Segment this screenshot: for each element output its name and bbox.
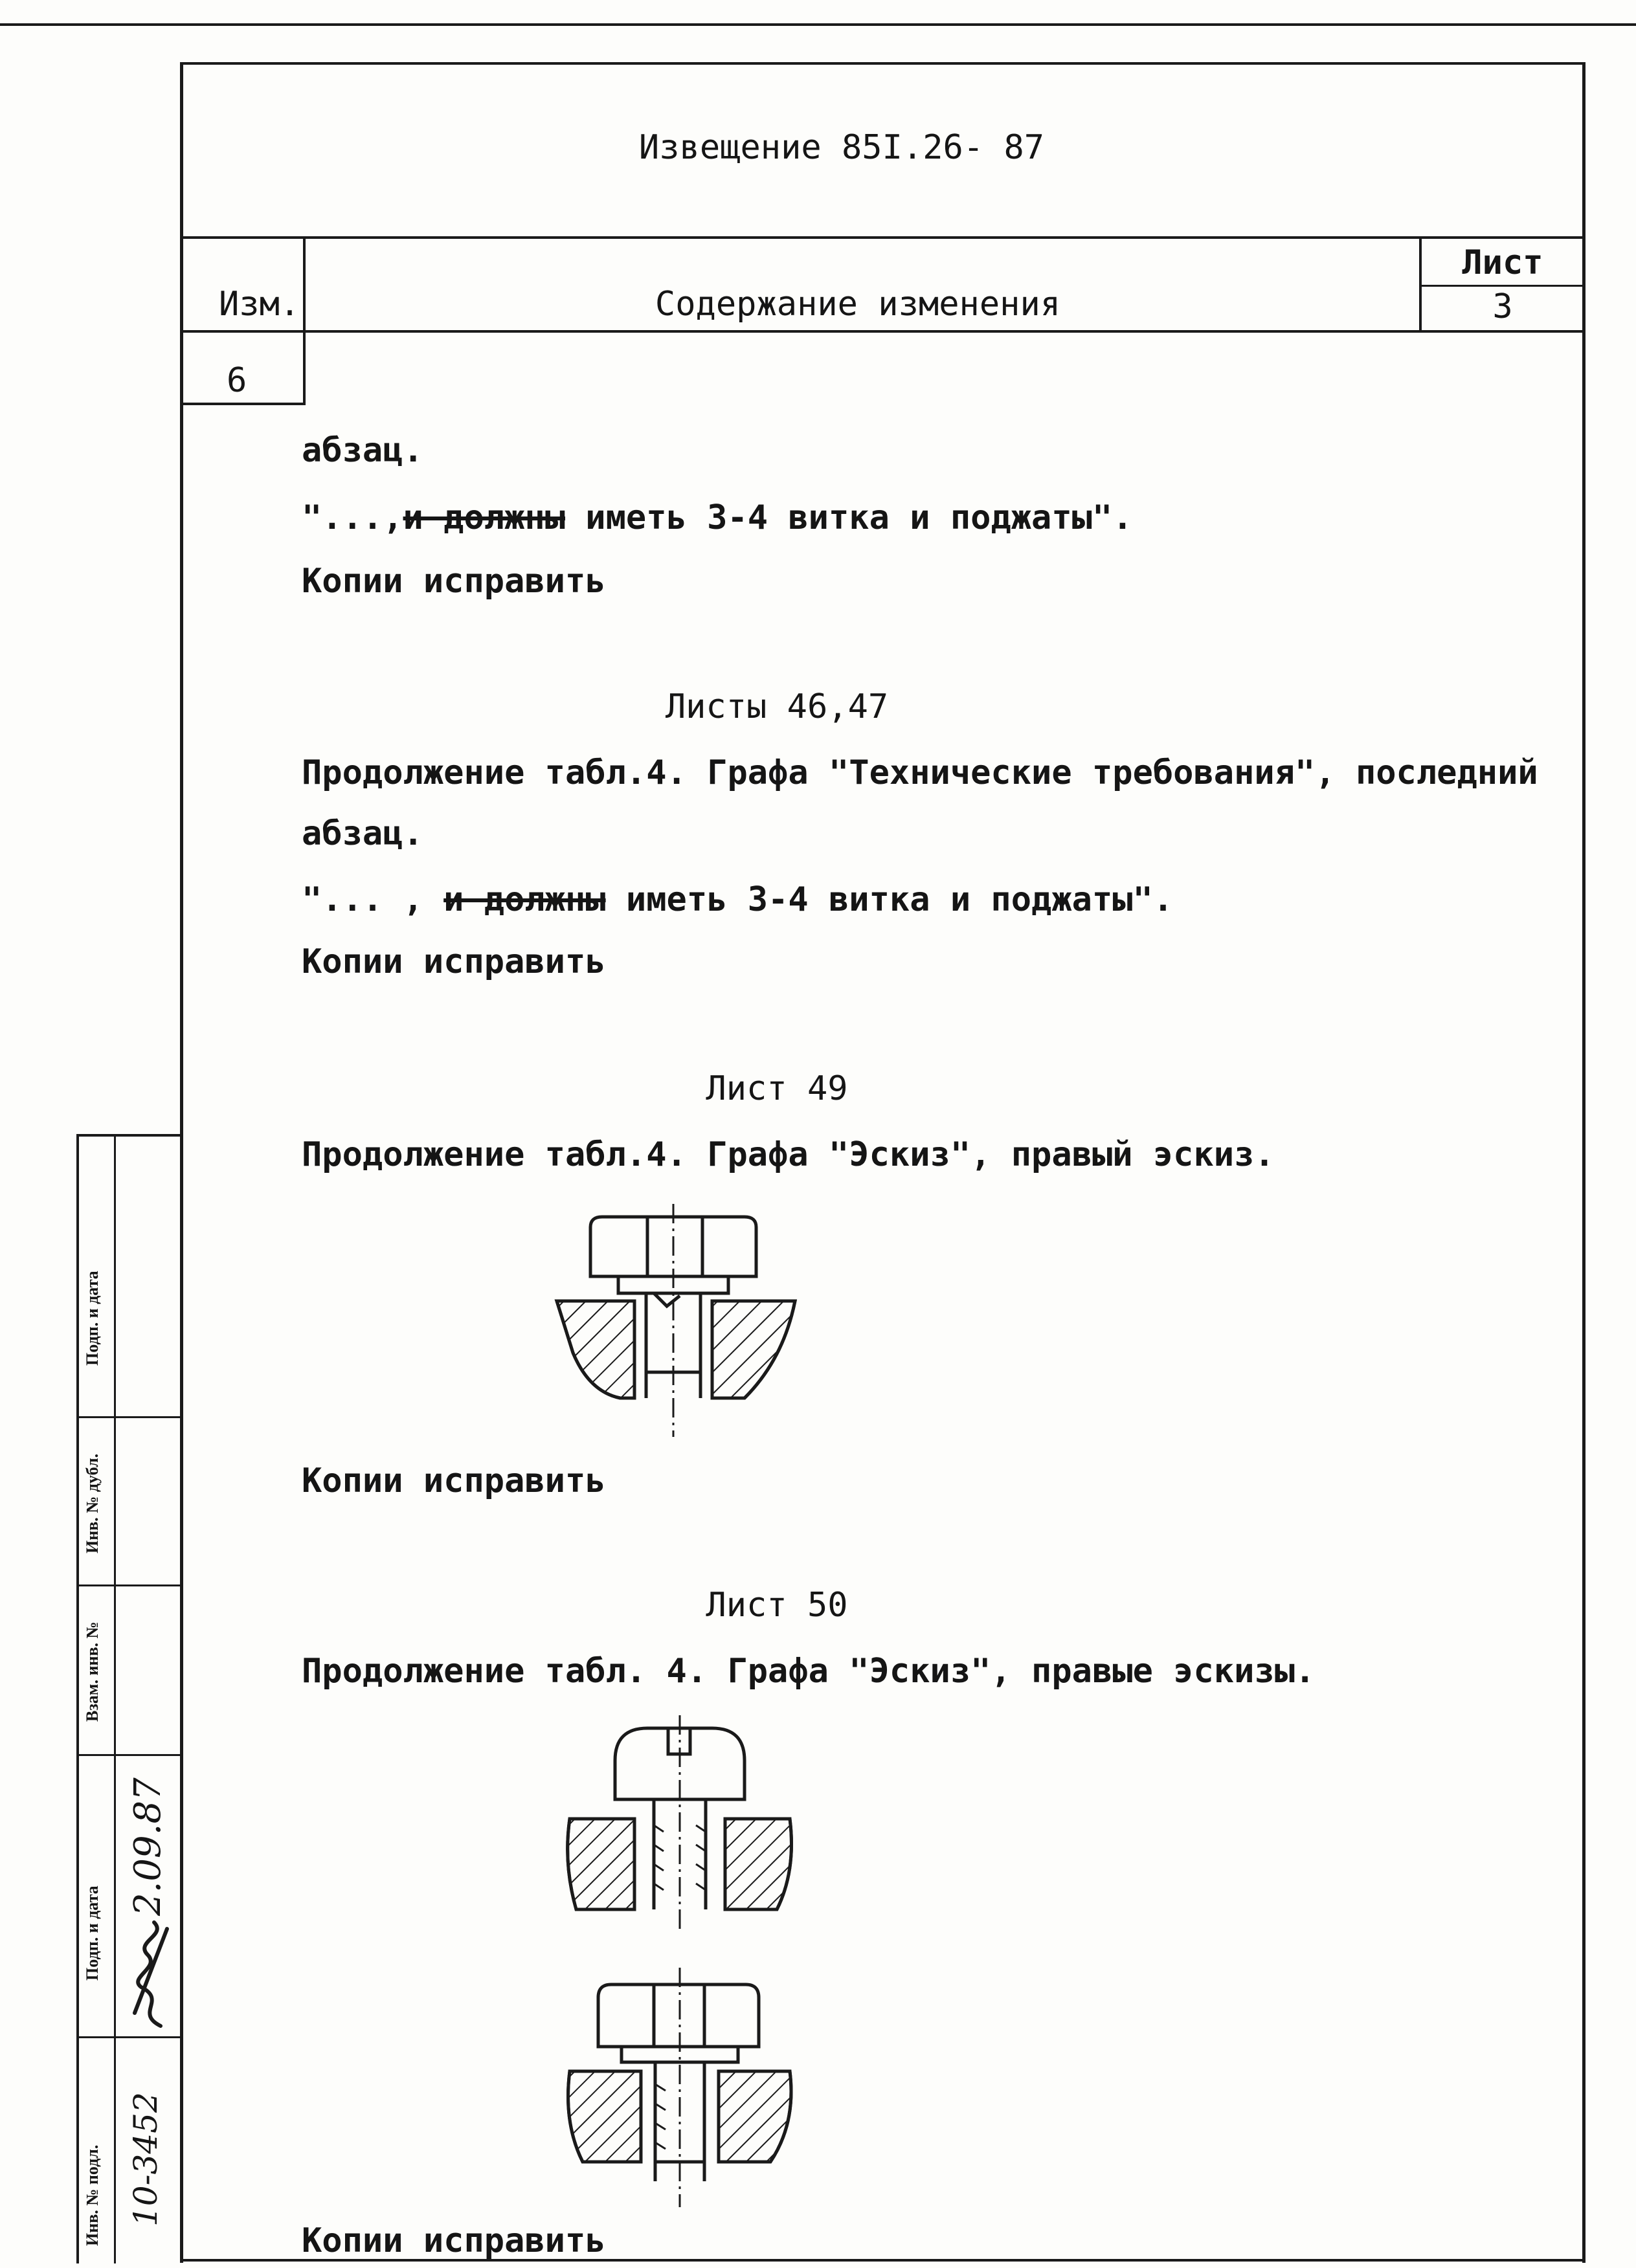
s3-heading: Лист 49 <box>706 1069 848 1108</box>
p1-copies: Копии исправить <box>302 562 606 601</box>
sheet-cell-divider <box>1419 285 1586 287</box>
s2-line1: Продолжение табл.4. Графа "Технические т… <box>302 753 1538 792</box>
frame-bottom-border <box>180 2259 1586 2262</box>
frame-left-border <box>180 62 183 2263</box>
p1-quote: "...,и должны иметь 3-4 витка и поджаты"… <box>302 497 1133 539</box>
s4-line1: Продолжение табл. 4. Графа "Эскиз", прав… <box>302 1652 1316 1691</box>
side-stamp-sep-4 <box>76 2036 182 2038</box>
s2-quote-open: "... , <box>302 880 444 919</box>
side-stamp-sep-1 <box>76 1416 182 1418</box>
stamp-date-handwritten: 2.09.87 <box>127 1777 169 1916</box>
side-stamp-sep-2 <box>76 1584 182 1586</box>
notice-title: Извещение 85I.26- 87 <box>638 128 1045 167</box>
col-sheet-label: Лист <box>1462 243 1543 282</box>
change-number-cell-bottom <box>180 403 306 405</box>
stamp-vzam-inv: Взам. инв. № <box>83 1621 102 1722</box>
stamp-inv-podl: Инв. № подл. <box>83 2144 102 2246</box>
sketch-hex-bolt-49 <box>554 1204 798 1437</box>
header-rule-bottom <box>180 330 1586 333</box>
header-rule-top <box>180 236 1586 239</box>
stamp-podp-data-1: Подп. и дата <box>83 1271 102 1366</box>
col-change-label: Изм. <box>219 285 300 324</box>
change-number: 6 <box>227 361 247 400</box>
s2-quote-rest: иметь 3-4 витка и поджаты". <box>605 880 1174 919</box>
header-col-divider-left <box>303 236 306 405</box>
s2-copies: Копии исправить <box>302 942 606 981</box>
s2-quote: "... , и должны иметь 3-4 витка и поджат… <box>302 879 1173 920</box>
s2-struck-text: и должны <box>443 880 606 919</box>
stamp-podp-data-2: Подп. и дата <box>83 1885 102 1981</box>
signature <box>133 1920 169 2028</box>
p1-struck-text: и должны <box>403 498 565 537</box>
stamp-inv-dubl: Инв. № дубл. <box>83 1453 102 1553</box>
p1-quote-open: "..., <box>302 498 403 537</box>
s4-heading: Лист 50 <box>706 1586 848 1625</box>
s4-copies: Копии исправить <box>302 2221 606 2260</box>
side-stamp-sep-3 <box>76 1754 182 1756</box>
s3-line1: Продолжение табл.4. Графа "Эскиз", правы… <box>302 1135 1275 1174</box>
stamp-inv-number-handwritten: 10-3452 <box>127 2092 164 2227</box>
s3-copies: Копии исправить <box>302 1462 606 1500</box>
s2-line2: абзац. <box>302 814 423 853</box>
frame-right-border <box>1582 62 1586 2263</box>
frame-top-border <box>180 62 1586 65</box>
col-content-label: Содержание изменения <box>655 285 1061 324</box>
top-edge-line <box>0 23 1636 26</box>
p1-quote-rest: иметь 3-4 витка и поджаты". <box>565 498 1133 537</box>
side-stamp-mid <box>114 1134 116 2263</box>
header-col-divider-right <box>1419 236 1422 332</box>
sketch-hex-bolt-50 <box>566 1968 793 2207</box>
sketch-slotted-screw-50 <box>566 1715 793 1929</box>
s2-heading: Листы 46,47 <box>665 687 889 726</box>
sheet-number: 3 <box>1492 287 1513 326</box>
side-stamp-outer-left <box>76 1134 79 2263</box>
side-stamp-top <box>76 1134 182 1137</box>
p1-line1: абзац. <box>302 431 423 470</box>
